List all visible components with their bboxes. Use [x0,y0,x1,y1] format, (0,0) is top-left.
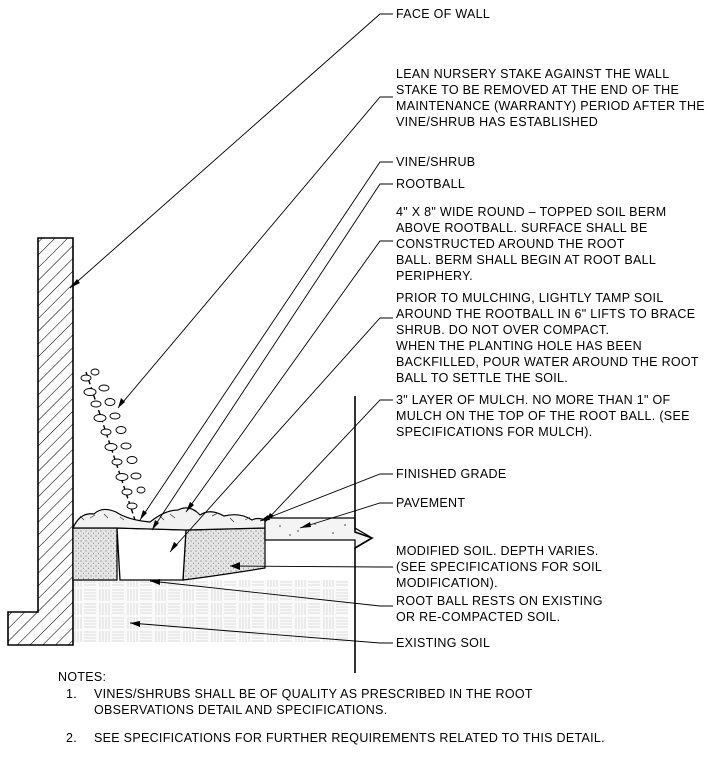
svg-text:SHRUB. DO NOT OVER COMPACT.: SHRUB. DO NOT OVER COMPACT. [396,323,609,337]
svg-text:VINE/SHRUB HAS ESTABLISHED: VINE/SHRUB HAS ESTABLISHED [396,115,598,129]
pavement-texture [279,523,346,536]
pavement-break-line [354,396,374,673]
modified-soil-right [182,527,266,581]
callout-existing-soil: EXISTING SOIL [396,636,490,650]
callout-modified-soil: MODIFIED SOIL. DEPTH VARIES. (SEE SPECIF… [396,544,602,590]
svg-text:WHEN THE PLANTING HOLE HAS BEE: WHEN THE PLANTING HOLE HAS BEEN [396,339,642,353]
svg-text:BALL. BERM SHALL BEGIN AT ROOT: BALL. BERM SHALL BEGIN AT ROOT BALL [396,253,656,267]
callout-soil-berm: 4" X 8" WIDE ROUND – TOPPED SOIL BERM AB… [396,205,667,283]
notes-heading: NOTES: [58,670,106,684]
leader-lines [69,13,393,644]
wall-section [7,237,74,646]
callout-tamp-soil: PRIOR TO MULCHING, LIGHTLY TAMP SOIL ARO… [396,291,699,385]
callout-finished-grade: FINISHED GRADE [396,467,506,481]
note-2-line-1: SEE SPECIFICATIONS FOR FURTHER REQUIREME… [94,731,605,745]
svg-text:PRIOR TO MULCHING, LIGHTLY TAM: PRIOR TO MULCHING, LIGHTLY TAMP SOIL [396,291,664,305]
callout-mulch: 3" LAYER OF MULCH. NO MORE THAN 1" OF MU… [396,393,690,439]
svg-text:OR RE-COMPACTED SOIL.: OR RE-COMPACTED SOIL. [396,610,560,624]
svg-text:4" X 8" WIDE ROUND – TOPPED SO: 4" X 8" WIDE ROUND – TOPPED SOIL BERM [396,205,667,219]
svg-text:ROOT BALL RESTS ON EXISTING: ROOT BALL RESTS ON EXISTING [396,594,603,608]
svg-text:PERIPHERY.: PERIPHERY. [396,269,473,283]
svg-text:MODIFICATION).: MODIFICATION). [396,576,498,590]
note-1-line-1: VINES/SHRUBS SHALL BE OF QUALITY AS PRES… [94,687,533,701]
callout-rootball: ROOTBALL [396,177,465,191]
svg-text:BALL TO SETTLE THE SOIL.: BALL TO SETTLE THE SOIL. [396,371,568,385]
svg-text:MODIFIED SOIL. DEPTH VARIES.: MODIFIED SOIL. DEPTH VARIES. [396,544,599,558]
callout-root-ball-rests: ROOT BALL RESTS ON EXISTING OR RE-COMPAC… [396,594,603,624]
existing-soil-area [73,580,348,642]
mulch-layer [72,507,266,531]
svg-text:(SEE SPECIFICATIONS FOR SOIL: (SEE SPECIFICATIONS FOR SOIL [396,560,602,574]
modified-soil-left [72,527,118,581]
note-1-number: 1. [66,687,77,701]
notes: NOTES: 1. VINES/SHRUBS SHALL BE OF QUALI… [58,670,605,745]
svg-text:MAINTENANCE (WARRANTY) PERIOD: MAINTENANCE (WARRANTY) PERIOD AFTER THE [396,99,705,113]
callout-vine-shrub: VINE/SHRUB [396,155,475,169]
svg-text:ABOVE ROOTBALL. SURFACE SHALL: ABOVE ROOTBALL. SURFACE SHALL BE [396,221,648,235]
svg-text:BACKFILLED, POUR WATER AROUND: BACKFILLED, POUR WATER AROUND THE ROOT [396,355,699,369]
root-ball [116,527,187,581]
svg-text:MULCH ON THE TOP OF THE ROOT B: MULCH ON THE TOP OF THE ROOT BALL. (SEE [396,409,690,423]
svg-text:AROUND THE ROOTBALL IN 6" LIFT: AROUND THE ROOTBALL IN 6" LIFTS TO BRACE [396,307,695,321]
leader-arrowheads [70,279,311,627]
svg-text:LEAN NURSERY STAKE AGAINST THE: LEAN NURSERY STAKE AGAINST THE WALL [396,67,670,81]
vine-shrub [80,368,146,521]
note-2-number: 2. [66,731,77,745]
mulch-texture [79,509,251,523]
svg-text:CONSTRUCTED AROUND THE ROOT: CONSTRUCTED AROUND THE ROOT [396,237,625,251]
callout-pavement: PAVEMENT [396,496,465,510]
callout-face-of-wall: FACE OF WALL [396,7,490,21]
svg-text:3" LAYER OF MULCH. NO MORE THA: 3" LAYER OF MULCH. NO MORE THAN 1" OF [396,393,670,407]
note-1-line-2: OBSERVATIONS DETAIL AND SPECIFICATIONS. [94,703,387,717]
callout-nursery-stake: LEAN NURSERY STAKE AGAINST THE WALL STAK… [396,67,705,129]
svg-text:SPECIFICATIONS FOR MULCH).: SPECIFICATIONS FOR MULCH). [396,425,592,439]
svg-text:STAKE TO BE REMOVED AT THE END: STAKE TO BE REMOVED AT THE END OF THE [396,83,679,97]
